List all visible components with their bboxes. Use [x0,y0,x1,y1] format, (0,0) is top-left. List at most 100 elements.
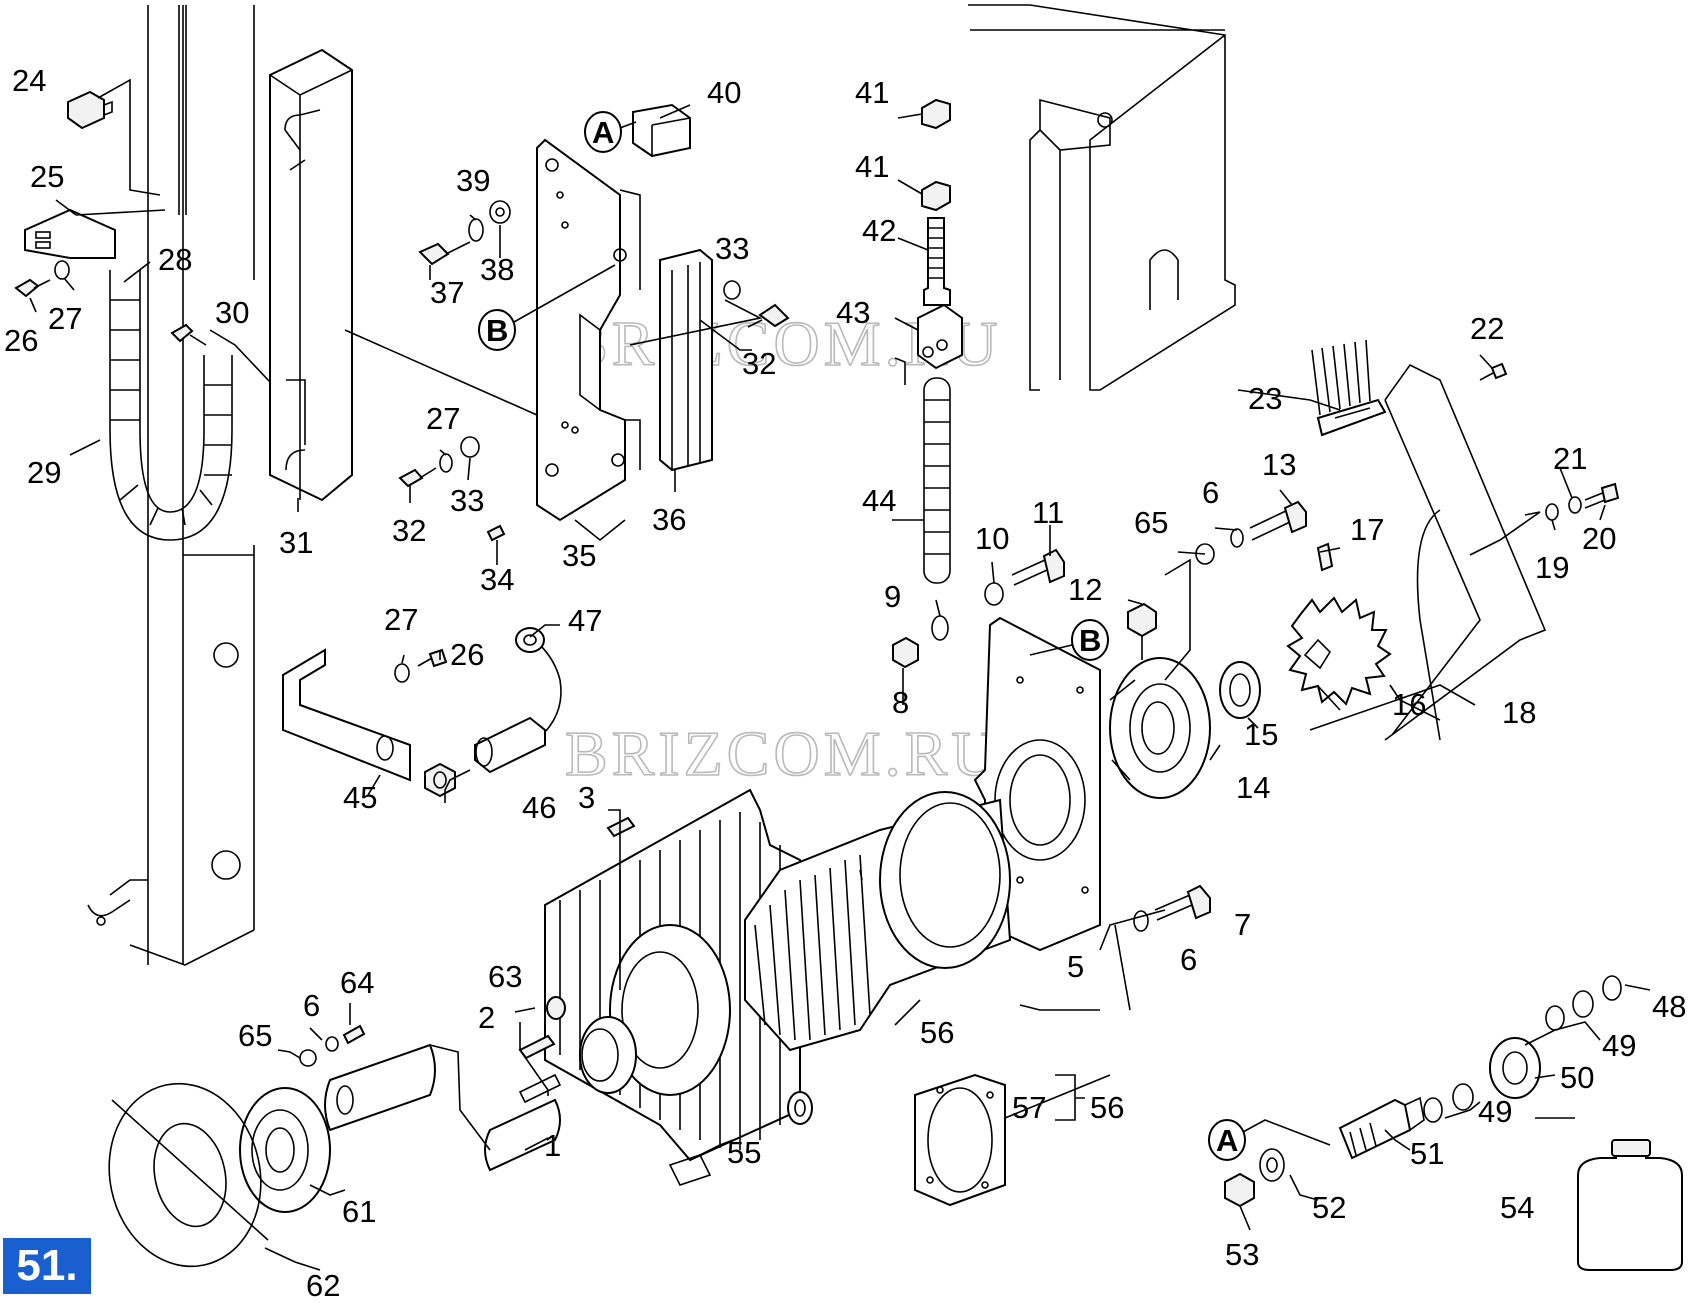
washers-49-lower [1423,1083,1474,1123]
label-34: 34 [480,562,514,597]
label-40: 40 [707,75,741,110]
connector-47 [515,627,545,653]
label-32-upper: 32 [742,346,776,381]
label-9: 9 [884,579,901,614]
nut-46 [424,762,456,798]
watermark-middle: BRIZCOM.RU [565,718,1002,789]
set-screw-63 [546,996,566,1020]
circlip-48 [1602,975,1622,1001]
label-3: 3 [578,780,595,815]
svg-text:A: A [592,115,614,150]
label-29: 29 [27,455,61,490]
grease-nipple [1127,602,1157,660]
ball-bearing-50 [1489,1037,1541,1099]
bolt-11 [1011,548,1065,586]
label-17: 17 [1350,512,1384,547]
washer-39 [468,218,484,242]
label-65-right: 65 [1134,505,1168,540]
bolt-13 [1249,500,1307,541]
label-31: 31 [279,525,313,560]
bolt-37 [418,241,471,266]
washer-21 [1568,496,1582,514]
label-48: 48 [1652,989,1686,1024]
label-23: 23 [1248,381,1282,416]
frame-column [87,5,255,966]
nut-41-upper [921,98,951,130]
label-13: 13 [1262,447,1296,482]
label-1: 1 [544,1128,561,1163]
pin-34 [486,524,506,542]
label-39: 39 [456,163,490,198]
slide-plate [536,138,641,522]
brush-strip [1311,339,1387,437]
svg-text:B: B [1079,623,1101,658]
label-14: 14 [1236,770,1270,805]
washer-10 [984,582,1004,606]
label-51: 51 [1410,1136,1444,1171]
label-25: 25 [30,159,64,194]
label-10: 10 [975,521,1009,556]
screw-64 [342,1024,366,1045]
label-24: 24 [12,63,46,98]
label-21: 21 [1553,441,1587,476]
label-7: 7 [1234,907,1251,942]
label-11: 11 [1032,495,1064,530]
leader-lines [29,78,1651,1271]
ref-circle-a-top: A [584,111,637,153]
label-2: 2 [478,1000,495,1035]
label-62: 62 [306,1268,340,1303]
label-49-upper: 49 [1602,1028,1636,1063]
nut-53 [1224,1172,1255,1208]
label-47: 47 [568,603,602,638]
label-5: 5 [1067,949,1084,984]
label-36: 36 [652,502,686,537]
label-56-lower: 56 [1090,1090,1124,1125]
label-53: 53 [1225,1237,1259,1272]
lock-washer-9 [931,615,949,641]
label-33-lower: 33 [450,483,484,518]
label-65-left: 65 [238,1018,272,1053]
label-8: 8 [892,685,909,720]
label-18: 18 [1502,695,1536,730]
washer-27-left [54,260,70,280]
flange-bearing-61 [239,1087,331,1213]
label-46: 46 [522,790,556,825]
label-44: 44 [862,483,896,518]
label-27-lower: 27 [384,602,418,637]
label-49-lower: 49 [1478,1094,1512,1129]
drive-shaft [324,1043,562,1172]
bolt-7 [1154,884,1211,921]
screw-26-lower [417,648,448,668]
label-57: 57 [1012,1090,1046,1125]
label-41-upper: 41 [855,75,889,110]
label-6-lower: 6 [1180,942,1197,977]
screw-26-left [14,278,51,298]
lubricant-bottle [1577,1139,1683,1271]
label-41-lower: 41 [855,149,889,184]
set-screw-17 [1316,542,1334,572]
label-32-lower: 32 [392,513,426,548]
electric-motor [744,791,1012,1125]
label-16: 16 [1392,687,1426,722]
svg-text:B: B [486,313,508,348]
mounting-bracket [24,208,116,259]
label-64: 64 [340,965,374,1000]
screw-32-lower [398,467,437,488]
ref-circle-b-left: B [478,264,616,351]
gearbox-housing [544,788,801,1186]
ref-circle-a-bottom: A [1208,1119,1331,1161]
label-37: 37 [430,275,464,310]
label-52: 52 [1312,1190,1346,1225]
sprocket [1286,596,1392,706]
guide-channel [269,48,353,502]
label-63: 63 [488,959,522,994]
slide-guide [659,248,713,472]
ref-circle-b-right: B [1029,619,1109,661]
sensor-bracket [282,648,411,782]
key-3 [606,816,636,838]
label-27-mid: 27 [426,401,460,436]
label-27-left: 27 [48,301,82,336]
label-26-left: 26 [4,323,38,358]
cable-gland [67,90,113,130]
